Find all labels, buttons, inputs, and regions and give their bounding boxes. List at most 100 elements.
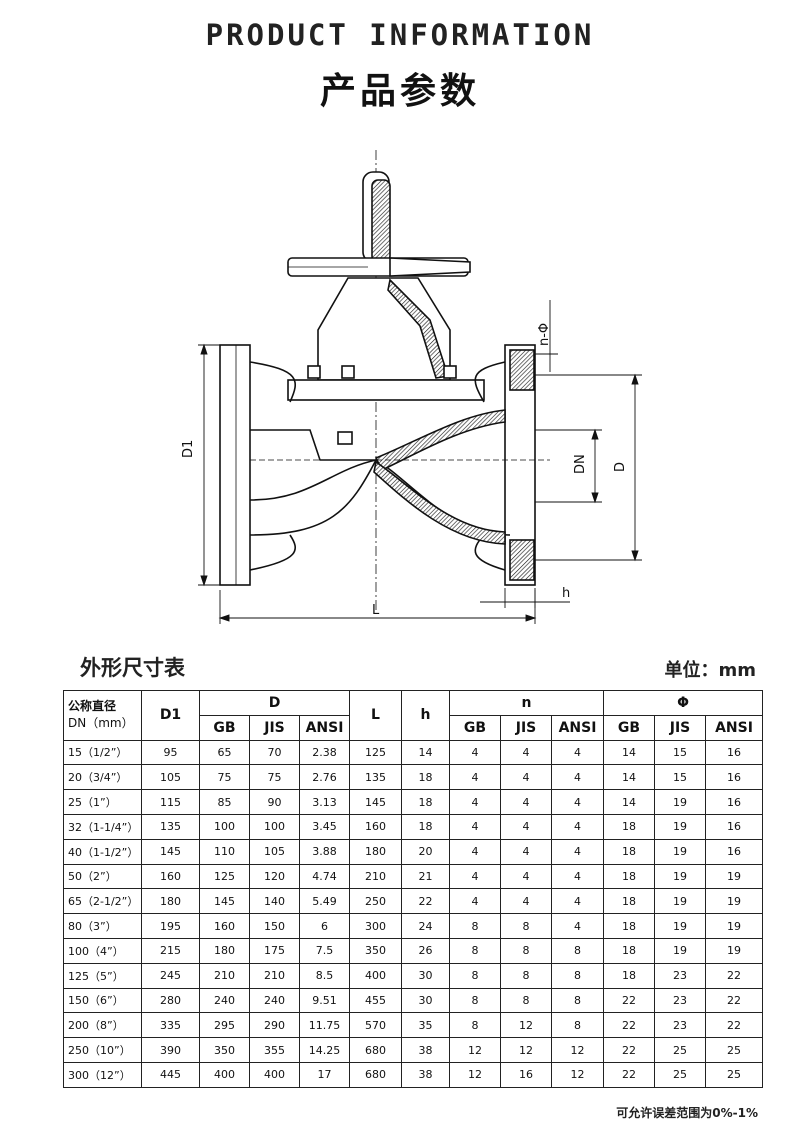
table-cell: 4 bbox=[500, 838, 553, 865]
table-cell: 125 bbox=[349, 739, 403, 766]
dimension-table: 公称直径 DN（mm） D1 D L h n Φ GB JIS ANSI GB … bbox=[63, 690, 764, 1088]
table-cell: 38 bbox=[401, 1061, 451, 1088]
cell-nominal-diameter: 250（10”） bbox=[63, 1037, 142, 1063]
table-cell: 145 bbox=[141, 838, 200, 865]
table-cell: 12 bbox=[500, 1037, 553, 1063]
table-cell: 38 bbox=[401, 1037, 451, 1063]
table-cell: 175 bbox=[249, 937, 300, 964]
table-cell: 19 bbox=[654, 913, 707, 939]
table-cell: 350 bbox=[349, 937, 403, 964]
table-cell: 12 bbox=[500, 1012, 553, 1039]
table-cell: 135 bbox=[349, 764, 403, 791]
table-cell: 105 bbox=[249, 838, 300, 865]
table-cell: 8 bbox=[449, 987, 502, 1014]
table-cell: 100 bbox=[199, 813, 250, 840]
cell-nominal-diameter: 50（2”） bbox=[63, 863, 142, 890]
table-cell: 180 bbox=[349, 838, 403, 865]
table-cell: 22 bbox=[603, 1061, 656, 1088]
table-cell: 30 bbox=[401, 962, 451, 989]
table-cell: 240 bbox=[249, 987, 300, 1014]
cell-nominal-diameter: 300（12”） bbox=[63, 1061, 142, 1088]
table-cell: 295 bbox=[199, 1012, 250, 1039]
table-cell: 70 bbox=[249, 739, 300, 766]
table-cell: 400 bbox=[349, 962, 403, 989]
header-d1: D1 bbox=[141, 690, 200, 741]
table-cell: 16 bbox=[705, 739, 764, 766]
table-cell: 3.88 bbox=[298, 838, 351, 865]
table-cell: 4 bbox=[551, 739, 605, 766]
table-cell: 18 bbox=[401, 789, 451, 815]
header-d-ansi: ANSI bbox=[298, 714, 351, 741]
table-cell: 75 bbox=[199, 764, 250, 791]
page-title-en: PRODUCT INFORMATION bbox=[205, 18, 595, 52]
table-cell: 4 bbox=[551, 863, 605, 890]
cell-nominal-diameter: 150（6”） bbox=[63, 987, 142, 1014]
table-cell: 4 bbox=[449, 764, 502, 791]
table-cell: 22 bbox=[603, 1012, 656, 1039]
table-cell: 110 bbox=[199, 838, 250, 865]
table-cell: 4 bbox=[551, 888, 605, 915]
table-cell: 350 bbox=[199, 1037, 250, 1063]
table-cell: 4 bbox=[449, 863, 502, 890]
table-cell: 75 bbox=[249, 764, 300, 791]
table-cell: 16 bbox=[705, 789, 764, 815]
table-cell: 8 bbox=[500, 937, 553, 964]
header-phi-jis: JIS bbox=[654, 714, 707, 741]
table-cell: 85 bbox=[199, 789, 250, 815]
valve-technical-drawing: D1 DN D L h n-Φ bbox=[181, 150, 642, 624]
table-cell: 23 bbox=[654, 987, 707, 1014]
table-cell: 4 bbox=[551, 764, 605, 791]
header-d-jis: JIS bbox=[249, 714, 300, 741]
table-cell: 18 bbox=[401, 764, 451, 791]
label-l: L bbox=[372, 603, 380, 618]
header-phi: Φ bbox=[603, 690, 764, 716]
table-cell: 5.49 bbox=[298, 888, 351, 915]
cell-nominal-diameter: 125（5”） bbox=[63, 962, 142, 989]
table-cell: 8 bbox=[500, 913, 553, 939]
table-cell: 3.13 bbox=[298, 789, 351, 815]
header-d-gb: GB bbox=[199, 714, 250, 741]
page-title-cn: 产品参数 bbox=[319, 71, 480, 112]
table-header-row-2: GB JIS ANSI GB JIS ANSI GB JIS ANSI bbox=[64, 714, 764, 741]
label-d1: D1 bbox=[181, 440, 196, 458]
table-cell: 180 bbox=[199, 937, 250, 964]
header-d: D bbox=[198, 690, 351, 716]
table-cell: 8 bbox=[551, 937, 605, 964]
table-cell: 125 bbox=[199, 863, 250, 890]
table-cell: 4 bbox=[449, 739, 502, 766]
table-cell: 22 bbox=[705, 962, 764, 989]
table-cell: 4 bbox=[449, 838, 502, 865]
table-cell: 19 bbox=[654, 813, 707, 840]
table-cell: 4 bbox=[500, 888, 553, 915]
cell-nominal-diameter: 32（1-1/4”） bbox=[63, 813, 142, 840]
label-h: h bbox=[562, 586, 570, 601]
cell-nominal-diameter: 40（1-1/2”） bbox=[63, 838, 142, 865]
table-cell: 180 bbox=[141, 888, 200, 915]
table-cell: 120 bbox=[249, 863, 300, 890]
table-cell: 8 bbox=[449, 937, 502, 964]
table-cell: 135 bbox=[141, 813, 200, 840]
unit-label: 单位：mm bbox=[664, 660, 756, 681]
table-cell: 23 bbox=[654, 962, 707, 989]
table-cell: 280 bbox=[141, 987, 200, 1014]
header-phi-gb: GB bbox=[603, 714, 656, 741]
table-cell: 355 bbox=[249, 1037, 300, 1063]
table-cell: 8 bbox=[449, 962, 502, 989]
table-cell: 445 bbox=[141, 1061, 200, 1088]
cell-nominal-diameter: 65（2-1/2”） bbox=[63, 888, 142, 915]
table-cell: 8 bbox=[449, 913, 502, 939]
table-cell: 7.5 bbox=[298, 937, 351, 964]
cell-nominal-diameter: 200（8”） bbox=[63, 1012, 142, 1039]
table-cell: 105 bbox=[141, 764, 200, 791]
table-cell: 8 bbox=[551, 1012, 605, 1039]
table-cell: 160 bbox=[199, 913, 250, 939]
table-cell: 150 bbox=[249, 913, 300, 939]
table-cell: 18 bbox=[603, 813, 656, 840]
table-cell: 8 bbox=[449, 1012, 502, 1039]
table-cell: 25 bbox=[654, 1061, 707, 1088]
